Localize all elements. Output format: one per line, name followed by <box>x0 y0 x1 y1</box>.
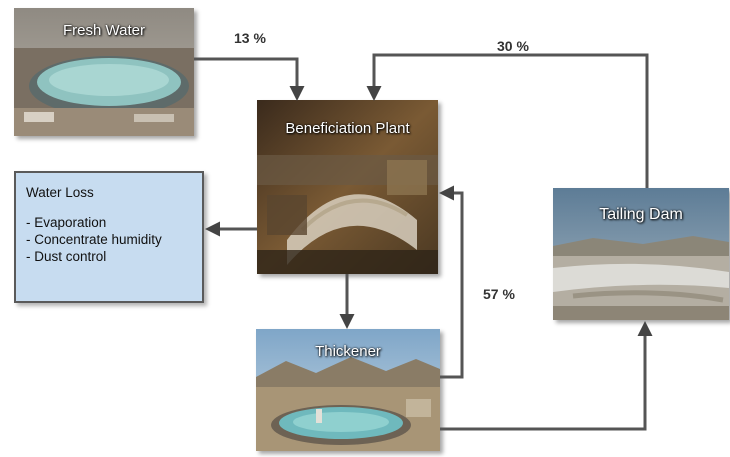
thickener-percentage: 57 % <box>483 286 515 302</box>
water-loss-item: - Concentrate humidity <box>26 232 162 247</box>
beneficiation-plant-label: Beneficiation Plant <box>285 120 410 137</box>
beneficiation-plant-photo <box>257 100 438 274</box>
tailing-dam-node: Tailing Dam <box>553 188 729 320</box>
dam-to-plant-arrow <box>366 53 649 188</box>
thickener-label: Thickener <box>315 343 381 360</box>
thickener-photo <box>256 329 440 451</box>
water-loss-item: - Dust control <box>26 249 107 264</box>
fresh-water-photo <box>14 8 194 136</box>
fresh-water-percentage: 13 % <box>234 30 266 46</box>
thickener-node: Thickener <box>256 329 440 451</box>
tailing-dam-percentage: 30 % <box>497 38 529 54</box>
fresh-to-plant-arrow <box>194 57 305 101</box>
tailing-dam-photo <box>553 188 729 320</box>
water-loss-item: - Evaporation <box>26 215 107 230</box>
thickener-to-dam-arrow <box>440 321 653 431</box>
water-loss-box: Water Loss - Evaporation - Concentrate h… <box>14 171 204 303</box>
fresh-water-node: Fresh Water <box>14 8 194 136</box>
tailing-dam-label: Tailing Dam <box>599 206 683 223</box>
water-loss-title: Water Loss <box>26 185 94 200</box>
thickener-to-plant-arrow <box>439 185 464 379</box>
beneficiation-plant-node: Beneficiation Plant <box>257 100 438 274</box>
fresh-water-label: Fresh Water <box>63 22 145 39</box>
